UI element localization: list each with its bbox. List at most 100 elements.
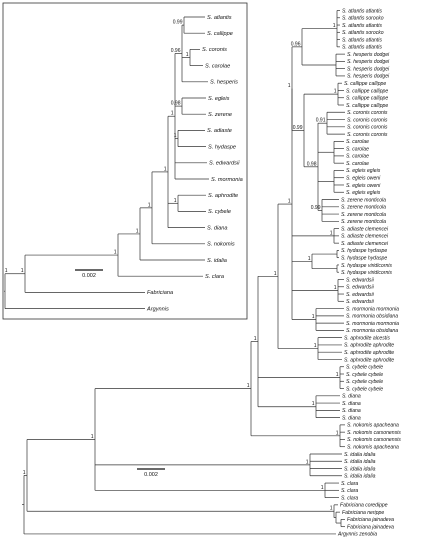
support-value: 0.98	[307, 161, 317, 167]
tip-label: S. coronis coronis	[347, 132, 388, 138]
tip-label: S. callippe	[207, 31, 233, 37]
tip-label: Fabriciana jainadeva	[347, 517, 394, 523]
tip-label: S. edwardsii	[346, 285, 375, 291]
tip-label: S. nokomis apacheana	[347, 423, 399, 429]
support-value: 1	[288, 83, 291, 89]
support-value: 0.99	[173, 20, 183, 26]
tip-label: S. carolae	[346, 161, 369, 167]
tip-label: S. egleis egleis	[346, 190, 381, 196]
tip-label: S. idalia idalia	[344, 452, 376, 458]
support-value: 0.96	[291, 41, 301, 47]
support-value: 1	[5, 268, 8, 274]
tip-label: S. coronis coronis	[347, 110, 388, 116]
support-value: 1	[334, 89, 337, 95]
support-value: 1	[321, 485, 324, 491]
tip-label: S. zerene monticola	[341, 197, 386, 203]
inset-frame	[2, 2, 248, 320]
tip-label: S. cybele cybele	[346, 372, 383, 378]
support-value: 1	[186, 52, 189, 58]
tip-label: S. callippe callippe	[344, 81, 386, 87]
tip-label: S. nokomis apacheana	[347, 445, 399, 451]
tip-label: S. nokomis carsonensis	[347, 437, 401, 443]
tip-label: S. aphrodite	[208, 193, 238, 199]
support-value: 1	[174, 133, 177, 139]
tip-label: S. mormonia obsidiana	[346, 328, 398, 334]
tip-label: S. cybele cybele	[346, 379, 383, 385]
tip-label: S. carolae	[205, 63, 230, 69]
tip-label: S. atlantis atlantis	[342, 8, 382, 14]
tip-label: Argynnis	[146, 306, 169, 312]
tip-label: S. egleis oweni	[346, 183, 381, 189]
support-value: 0.99	[293, 125, 303, 131]
tip-label: S. cybele cybele	[346, 386, 383, 392]
support-value: 1	[314, 343, 317, 349]
tip-label: S. idalia idalia	[344, 474, 376, 480]
tip-label: S. idalia idalia	[344, 459, 376, 465]
tip-label: S. diana	[342, 394, 361, 400]
tip-label: S. adiaste clemencei	[341, 241, 389, 247]
tip-label: S. idalia	[207, 258, 227, 264]
support-value: 1	[274, 271, 277, 277]
support-value: 1	[148, 202, 151, 208]
tip-label: S. zerene monticola	[341, 205, 386, 211]
tip-label: S. hydaspe	[208, 144, 236, 150]
tip-label: S. diana	[342, 401, 361, 407]
support-value: 1	[288, 199, 291, 205]
tip-label: S. carolae	[346, 139, 369, 145]
tip-label: S. hydaspe hydaspe	[341, 248, 387, 254]
support-value: 1	[91, 434, 94, 440]
tip-label: S. hydaspe viridicornis	[341, 270, 392, 276]
support-value: 1	[312, 314, 315, 320]
tip-label: Fabriciana nerippe	[342, 510, 384, 516]
support-value: 0.98	[171, 101, 181, 107]
support-value: 1	[330, 230, 333, 236]
tip-label: S. atlantis atlantis	[342, 45, 382, 51]
tip-label: S. carolae	[346, 154, 369, 160]
tip-label: S. egleis oweni	[346, 176, 381, 182]
tip-label: S. clara	[341, 481, 358, 487]
tip-label: S. hesperis dodgei	[347, 52, 390, 58]
tip-label: S. mormonia mormonia	[346, 321, 399, 327]
tip-label: S. diana	[342, 415, 361, 421]
support-value: 0.96	[171, 48, 181, 54]
tip-label: S. zerene monticola	[341, 212, 386, 218]
support-value: 1	[114, 250, 117, 256]
tip-label: S. clara	[205, 274, 224, 280]
tip-label: S. atlantis sorocko	[342, 30, 384, 36]
support-value: 1	[247, 383, 250, 389]
tip-label: Argynnis zenobia	[337, 532, 377, 538]
tip-label: S. carolae	[346, 146, 369, 152]
tip-label: Fabriciana	[147, 290, 173, 296]
tip-label: S. adiaste	[207, 128, 232, 134]
tip-label: Fabriciana jainadeva	[347, 524, 394, 530]
tip-label: S. adiaste clemencei	[341, 226, 389, 232]
support-value: 1	[23, 470, 26, 476]
support-value: 1	[171, 111, 174, 117]
tip-label: S. hesperis dodgei	[347, 74, 390, 80]
tip-label: S. cybele cybele	[346, 365, 383, 371]
support-value: 1	[333, 23, 336, 29]
tip-label: S. callippe callippe	[346, 96, 388, 102]
tip-label: S. zerene monticola	[341, 219, 386, 225]
support-value: 0.91	[316, 118, 326, 124]
support-value: 1	[174, 198, 177, 204]
tip-label: S. egleis	[208, 96, 230, 102]
support-value: 1	[164, 166, 167, 172]
tip-label: S. edwardsii	[346, 292, 375, 298]
support-value: 0.99	[311, 205, 321, 211]
tip-label: S. coronis	[202, 47, 227, 53]
support-value: 1	[254, 336, 257, 342]
tip-label: S. callippe callippe	[346, 103, 388, 109]
tip-label: S. mormonia mormonia	[346, 306, 399, 312]
tip-label: S. cybele	[208, 209, 231, 215]
support-value: 1	[330, 506, 333, 512]
support-value: 1	[308, 256, 311, 262]
tip-label: S. atlantis	[207, 15, 232, 21]
support-value: 1	[336, 372, 339, 378]
tip-label: S. clara	[341, 495, 358, 501]
tip-label: S. atlantis atlantis	[342, 37, 382, 43]
tip-label: S. nokomis carsonensis	[347, 430, 401, 436]
